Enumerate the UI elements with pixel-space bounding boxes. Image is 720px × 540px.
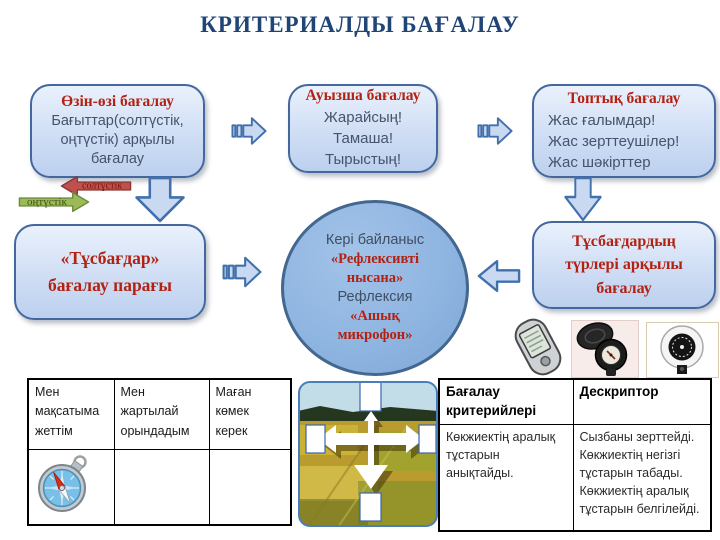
- table-cell-compass: [27, 448, 115, 526]
- table-header-cell: Дескриптор: [572, 378, 712, 425]
- table-cell-empty: [113, 448, 210, 526]
- table-cell: Маған көмек керек: [208, 378, 292, 450]
- table-cell: Мен жартылай орындадым: [113, 378, 210, 450]
- circle-line: Рефлексия: [337, 289, 413, 305]
- box-heading: Ауызша бағалау: [305, 87, 421, 104]
- down-arrow-icon: [563, 176, 603, 222]
- box-line: түрлері арқылы: [565, 256, 683, 274]
- box-line: Жас шәкірттер: [548, 153, 651, 171]
- down-arrow-icon: [133, 176, 187, 223]
- left-arrow-icon: [477, 256, 521, 296]
- table-cell-empty: [208, 448, 292, 526]
- box-line: бағалау: [596, 279, 652, 297]
- gps-device-icon: [509, 316, 567, 378]
- box-line: Тұсбағдардың: [572, 233, 676, 251]
- striped-right-arrow-icon: [222, 251, 262, 293]
- box-group-assessment: Топтық бағалау Жас ғалымдар! Жас зерттеу…: [532, 84, 716, 178]
- table-row: [27, 448, 292, 526]
- round-compass-icon: [646, 322, 719, 378]
- box-line: «Тұсбағдар»: [60, 247, 160, 268]
- box-self-assessment: Өзін-өзі бағалау Бағыттар(солтүстік, оңт…: [30, 84, 205, 178]
- table-cell: Мен мақсатыма жеттім: [27, 378, 115, 450]
- box-line: бағалау: [90, 151, 144, 168]
- box-compass-types: Тұсбағдардың түрлері арқылы бағалау: [532, 221, 716, 309]
- table-row: Көкжиектің аралық тұстарын анықтайды. Сы…: [438, 423, 712, 532]
- circle-line: микрофон»: [337, 327, 413, 344]
- page-title: КРИТЕРИАЛДЫ БАҒАЛАУ: [200, 12, 520, 37]
- table-header-row: Бағалау критерийлері Дескриптор: [438, 378, 712, 425]
- circle-line: Кері байланыс: [325, 231, 425, 248]
- table-cell: Сызбаны зерттейді. Көкжиектің негізгі тұ…: [572, 423, 712, 532]
- box-line: Жас ғалымдар!: [548, 111, 656, 129]
- box-line: оңтүстік) арқылы: [60, 131, 175, 148]
- criteria-table: Бағалау критерийлері Дескриптор Көкжиект…: [438, 378, 712, 533]
- table-cell: Көкжиектің аралық тұстарын анықтайды.: [438, 423, 574, 532]
- compass-icon: [35, 454, 93, 518]
- south-tag-label: оңтүстік: [27, 195, 67, 208]
- box-assessment-sheet: «Тұсбағдар» бағалау парағы: [14, 224, 206, 320]
- feedback-circle: Кері байланыс «Рефлексивті нысана» Рефле…: [281, 200, 469, 376]
- box-heading: Өзін-өзі бағалау: [61, 92, 174, 110]
- north-tag-label: солтүстік: [82, 180, 123, 192]
- box-line: Жарайсың!: [323, 109, 403, 126]
- box-line: Бағыттар(солтүстік,: [51, 112, 184, 129]
- striped-right-arrow-icon: [231, 112, 267, 150]
- circle-line: «Ашық: [350, 308, 400, 325]
- table-row: Мен мақсатыма жеттім Мен жартылай орында…: [27, 378, 292, 450]
- box-line: Жас зерттеушілер!: [548, 132, 680, 150]
- striped-right-arrow-icon: [477, 112, 513, 150]
- box-heading: Топтық бағалау: [567, 89, 681, 107]
- field-directions-photo: [298, 381, 438, 527]
- self-check-table: Мен мақсатыма жеттім Мен жартылай орында…: [27, 378, 292, 526]
- box-line: Тырыстың!: [324, 151, 401, 168]
- circle-line: «Рефлексивті: [330, 250, 420, 267]
- box-line: Тамаша!: [332, 130, 394, 147]
- box-oral-assessment: Ауызша бағалау Жарайсың! Тамаша! Тырысты…: [288, 84, 438, 173]
- table-header-cell: Бағалау критерийлері: [438, 378, 574, 425]
- circle-line: нысана»: [346, 269, 404, 286]
- south-tag-arrow: оңтүстік: [18, 191, 90, 213]
- north-tag-arrow: солтүстік: [60, 175, 132, 197]
- lensatic-compass-icon: [571, 320, 639, 378]
- box-line: бағалау парағы: [47, 275, 173, 295]
